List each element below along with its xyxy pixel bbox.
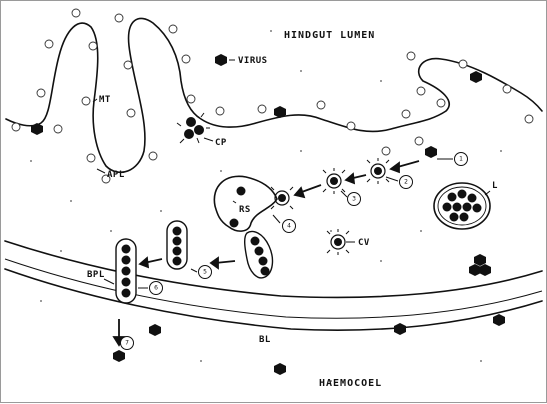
microvillus: [114, 13, 124, 23]
label-l: L: [492, 181, 498, 191]
microvillus: [401, 109, 411, 119]
label-rs: RS: [239, 205, 251, 215]
virus-particle: [149, 324, 161, 336]
virus-particle: [274, 106, 286, 118]
microvillus: [101, 174, 111, 184]
microvillus: [11, 122, 21, 132]
label-haemocoel: HAEMOCOEL: [319, 378, 382, 389]
basal-lamina-inner-line: [4, 258, 543, 319]
receptosome: [213, 175, 278, 232]
microvillus: [168, 24, 178, 34]
tubular-vesicle-basal: [115, 238, 137, 304]
microvillus: [458, 59, 468, 69]
step-5: 5: [198, 265, 212, 279]
svg-text:1: 1: [459, 156, 463, 163]
step-1: 1: [454, 152, 468, 166]
virus-particle: [474, 254, 486, 266]
label-mt: MT: [99, 95, 111, 105]
svg-text:7: 7: [125, 340, 129, 347]
microvillus: [406, 51, 416, 61]
virus-particle: [113, 350, 125, 362]
basal-lamina: [4, 268, 543, 331]
virus-particle: [31, 123, 43, 135]
microvillus: [215, 106, 225, 116]
step-3: 3: [347, 192, 361, 206]
label-hindgut-lumen: HINDGUT LUMEN: [284, 30, 375, 41]
microvillus: [414, 136, 424, 146]
step-2: 2: [399, 175, 413, 189]
microvillus: [416, 86, 426, 96]
microvillus: [36, 88, 46, 98]
svg-text:3: 3: [352, 196, 356, 203]
microvillus: [123, 60, 133, 70]
coated-vesicle-step2: [366, 158, 390, 184]
virus-particle: [493, 314, 505, 326]
step-6: 6: [149, 281, 163, 295]
tubular-vesicle-a: [166, 220, 188, 270]
step-7: 7: [120, 336, 134, 350]
virus-particle: [394, 323, 406, 335]
label-cv: CV: [358, 238, 370, 248]
svg-text:4: 4: [287, 223, 291, 230]
microvillus: [148, 151, 158, 161]
virus-particle: [215, 54, 227, 66]
coated-pit: [176, 112, 210, 144]
label-virus: VIRUS: [238, 56, 268, 66]
microvillus: [524, 114, 534, 124]
microvillus: [86, 153, 96, 163]
label-bl: BL: [259, 335, 271, 345]
virus-particle: [425, 146, 437, 158]
coated-vesicle-step4: [270, 186, 294, 210]
svg-text:5: 5: [203, 269, 207, 276]
label-bpl: BPL: [87, 270, 105, 280]
tubular-vesicle-b: [244, 230, 274, 279]
svg-text:6: 6: [154, 285, 158, 292]
coated-vesicle-cv: [326, 229, 350, 255]
microvillus: [71, 8, 81, 18]
lysosome: [433, 182, 491, 230]
microvillus: [53, 124, 63, 134]
leader-lines: [92, 59, 491, 289]
microvillus: [346, 121, 356, 131]
label-cp: CP: [215, 138, 227, 148]
coated-vesicle-step3: [322, 168, 346, 194]
virus-particle: [479, 264, 491, 276]
step-4: 4: [282, 219, 296, 233]
label-apl: APL: [107, 170, 125, 180]
virus-particle: [470, 71, 482, 83]
microvillus: [44, 39, 54, 49]
microvillus: [81, 96, 91, 106]
virus-particle: [274, 363, 286, 375]
microvillus: [88, 41, 98, 51]
basal-plasma-membrane: [4, 240, 543, 299]
microvillus: [186, 94, 196, 104]
microvillus: [257, 104, 267, 114]
virus-particle: [469, 264, 481, 276]
microvillus: [316, 100, 326, 110]
microvillus: [381, 146, 391, 156]
svg-text:2: 2: [404, 179, 408, 186]
cytoplasm-dots: [30, 30, 502, 382]
apical-plasma-membrane: [5, 17, 543, 174]
microvilli: [11, 8, 534, 184]
microvillus: [436, 98, 446, 108]
microvillus: [181, 54, 191, 64]
microvillus: [502, 84, 512, 94]
microvillus: [126, 108, 136, 118]
